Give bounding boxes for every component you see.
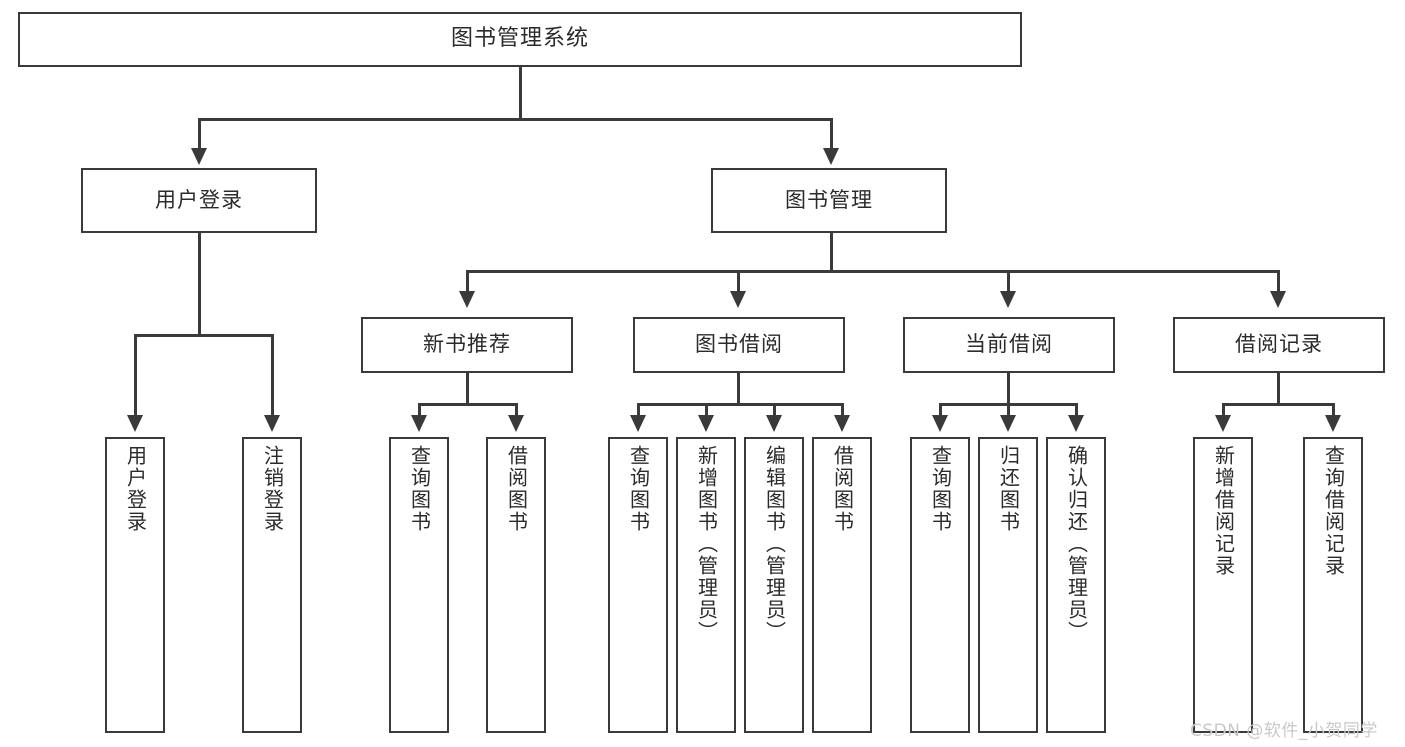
arrowhead-borrow-record [1270,291,1286,308]
connector-bb-drop-1 [637,403,640,418]
connector-bb-drop-2 [705,403,708,418]
connector-user-login-drop-1 [134,334,137,418]
node-book-manage-label: 图书管理 [785,187,873,212]
node-leaf-query-book-3-label: 查询图书 [928,445,953,533]
node-leaf-add-record[interactable]: 新增借阅记录 [1193,437,1253,733]
arrowhead-to-user-login [191,148,207,165]
node-root[interactable]: 图书管理系统 [18,12,1022,67]
node-leaf-query-book-1[interactable]: 查询图书 [389,437,449,733]
arrowhead-to-book-manage [823,148,839,165]
arrowhead-leaf-query-book-1 [411,415,427,432]
node-leaf-add-record-label: 新增借阅记录 [1211,445,1236,577]
node-leaf-return-book[interactable]: 归还图书 [978,437,1038,733]
node-leaf-query-record[interactable]: 查询借阅记录 [1303,437,1363,733]
connector-bm-drop-4 [1277,270,1280,294]
connector-nbr-stem [466,373,469,406]
arrowhead-new-book-recommend [459,291,475,308]
connector-nbr-drop-2 [515,403,518,418]
connector-bb-stem [737,373,740,406]
arrowhead-leaf-borrow-book-1 [508,415,524,432]
node-leaf-borrow-book-1-label: 借阅图书 [504,445,529,533]
connector-nbr-drop-1 [418,403,421,418]
arrowhead-leaf-edit-book [766,415,782,432]
connector-user-login-stem [198,233,201,337]
connector-root-drop-1 [198,118,201,151]
connector-cb-drop-2 [1007,403,1010,418]
connector-cb-stem [1007,373,1010,406]
connector-br-drop-1 [1222,403,1225,418]
node-current-borrow[interactable]: 当前借阅 [903,317,1115,373]
connector-user-login-bus [134,334,274,337]
connector-cb-drop-1 [939,403,942,418]
node-book-manage[interactable]: 图书管理 [711,168,947,233]
connector-root-stem [519,67,522,118]
arrowhead-leaf-borrow-book-2 [834,415,850,432]
node-current-borrow-label: 当前借阅 [965,332,1053,357]
node-leaf-query-book-1-label: 查询图书 [407,445,432,533]
connector-br-bus [1222,403,1335,406]
arrowhead-leaf-query-book-3 [932,415,948,432]
arrowhead-book-borrow [730,291,746,308]
node-leaf-borrow-book-2-label: 借阅图书 [830,445,855,533]
connector-bb-bus [637,403,844,406]
connector-bm-drop-1 [466,270,469,294]
node-leaf-query-book-2[interactable]: 查询图书 [608,437,668,733]
connector-bm-drop-3 [1007,270,1010,294]
node-borrow-record[interactable]: 借阅记录 [1173,317,1385,373]
csdn-watermark: CSDN @软件_小贺同学 [1190,721,1378,741]
connector-br-drop-2 [1332,403,1335,418]
arrowhead-leaf-logout [264,415,280,432]
node-leaf-confirm-return[interactable]: 确认归还（管理员） [1046,437,1106,733]
arrowhead-leaf-add-book [698,415,714,432]
node-leaf-edit-book[interactable]: 编辑图书（管理员） [744,437,804,733]
connector-br-stem [1277,373,1280,406]
node-new-book-recommend[interactable]: 新书推荐 [361,317,573,373]
node-leaf-add-book[interactable]: 新增图书（管理员） [676,437,736,733]
connector-bb-drop-4 [841,403,844,418]
node-leaf-query-book-3[interactable]: 查询图书 [910,437,970,733]
node-leaf-borrow-book-2[interactable]: 借阅图书 [812,437,872,733]
arrowhead-leaf-query-record [1325,415,1341,432]
connector-cb-drop-3 [1075,403,1078,418]
arrowhead-current-borrow [1000,291,1016,308]
arrowhead-leaf-return-book [1000,415,1016,432]
node-leaf-user-login-label: 用户登录 [123,445,148,533]
node-leaf-borrow-book-1[interactable]: 借阅图书 [486,437,546,733]
arrowhead-leaf-query-book-2 [630,415,646,432]
arrowhead-leaf-user-login [127,415,143,432]
connector-bm-drop-2 [737,270,740,294]
connector-book-manage-bus [466,270,1280,273]
node-leaf-logout-label: 注销登录 [260,445,285,533]
node-leaf-add-book-label: 新增图书（管理员） [694,445,719,643]
node-borrow-record-label: 借阅记录 [1235,332,1323,357]
connector-book-manage-stem [830,233,833,273]
node-leaf-return-book-label: 归还图书 [996,445,1021,533]
node-new-book-recommend-label: 新书推荐 [423,332,511,357]
connector-nbr-bus [418,403,518,406]
arrowhead-leaf-add-record [1215,415,1231,432]
node-book-borrow-label: 图书借阅 [695,332,783,357]
node-leaf-edit-book-label: 编辑图书（管理员） [762,445,787,643]
node-leaf-user-login[interactable]: 用户登录 [105,437,165,733]
node-leaf-confirm-return-label: 确认归还（管理员） [1064,445,1089,643]
node-leaf-logout[interactable]: 注销登录 [242,437,302,733]
connector-user-login-drop-2 [271,334,274,418]
node-leaf-query-record-label: 查询借阅记录 [1321,445,1346,577]
node-user-login[interactable]: 用户登录 [81,168,317,233]
node-leaf-query-book-2-label: 查询图书 [626,445,651,533]
node-user-login-label: 用户登录 [155,187,243,212]
node-book-borrow[interactable]: 图书借阅 [633,317,845,373]
connector-bb-drop-3 [773,403,776,418]
node-root-label: 图书管理系统 [450,26,589,52]
connector-root-bus [198,118,833,121]
arrowhead-leaf-confirm-return [1068,415,1084,432]
connector-root-drop-2 [830,118,833,151]
